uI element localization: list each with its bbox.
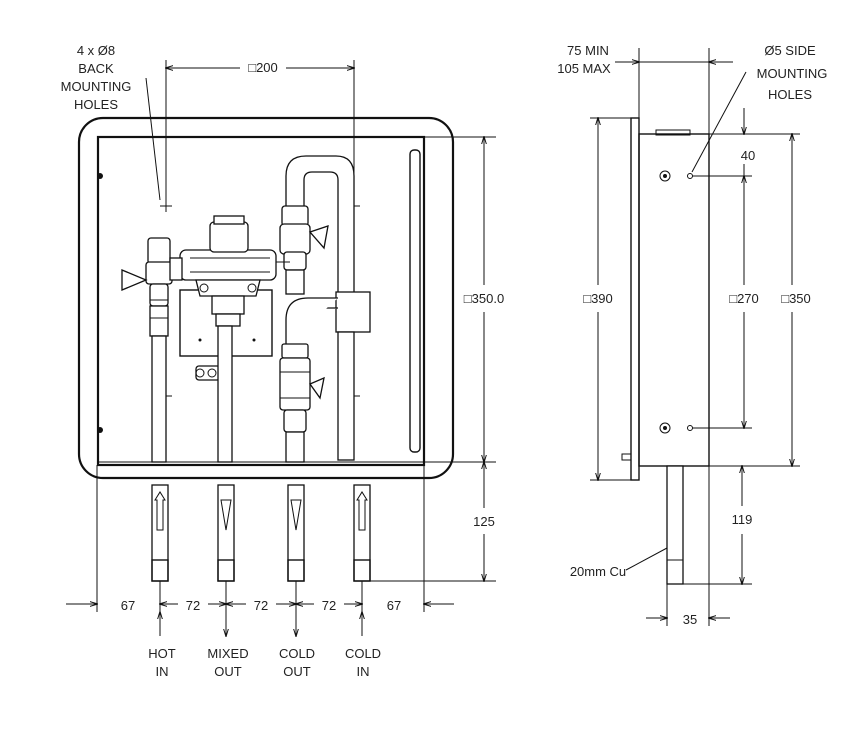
port-mixed-out-line2: OUT [214,664,242,679]
dim-pitch-2: 72 [254,598,268,613]
port-cold-out-line1: COLD [279,646,315,661]
depth-line2: 105 MAX [557,61,611,76]
pipe-tails [151,484,371,582]
dim-top-width: □200 [248,60,278,75]
cold-isolation-valve [276,205,329,295]
cold-loop-pipe [285,155,371,461]
strainer-fitting [195,365,221,381]
side-holes-line1: Ø5 SIDE [764,43,816,58]
back-holes-line1: 4 x Ø8 [77,43,115,58]
port-cold-out-line2: OUT [283,664,311,679]
port-cold-in-line1: COLD [345,646,381,661]
port-hot-in-line2: IN [156,664,169,679]
port-mixed-out-line1: MIXED [207,646,248,661]
front-view [66,60,496,636]
dim-pitch-3: 72 [322,598,336,613]
dim-pipe-offset: 35 [683,612,697,627]
check-valve [279,343,325,463]
dim-side-holes-spacing: □270 [729,291,759,306]
front-inner-box [96,135,426,467]
side-view [590,48,800,626]
side-holes-line3: HOLES [768,87,812,102]
front-outer-frame [77,116,455,480]
dim-side-outer: □390 [583,291,613,306]
back-holes-line2: BACK [78,61,114,76]
dim-side-height: □350 [781,291,811,306]
pipe-size-label: 20mm Cu [570,564,626,579]
dim-left-margin: 67 [121,598,135,613]
side-tail-pipe [666,465,684,585]
labels: 4 x Ø8 BACK MOUNTING HOLES □200 □350.0 1… [61,43,828,679]
port-hot-in-line1: HOT [148,646,176,661]
back-holes-line4: HOLES [74,97,118,112]
dim-side-pipe-projection: 119 [732,512,753,527]
depth-line1: 75 MIN [567,43,609,58]
side-holes-line2: MOUNTING [757,66,828,81]
port-cold-in-line2: IN [357,664,370,679]
mixing-valve [179,215,277,327]
dim-pipe-projection: 125 [473,514,495,529]
side-body [638,133,710,467]
dim-side-top-offset: 40 [741,148,755,163]
side-back-plate [630,117,640,481]
dim-pitch-1: 72 [186,598,200,613]
back-holes-line3: MOUNTING [61,79,132,94]
dim-right-margin: 67 [387,598,401,613]
hot-isolation-valve [121,237,183,337]
dim-height-front: □350.0 [464,291,504,306]
